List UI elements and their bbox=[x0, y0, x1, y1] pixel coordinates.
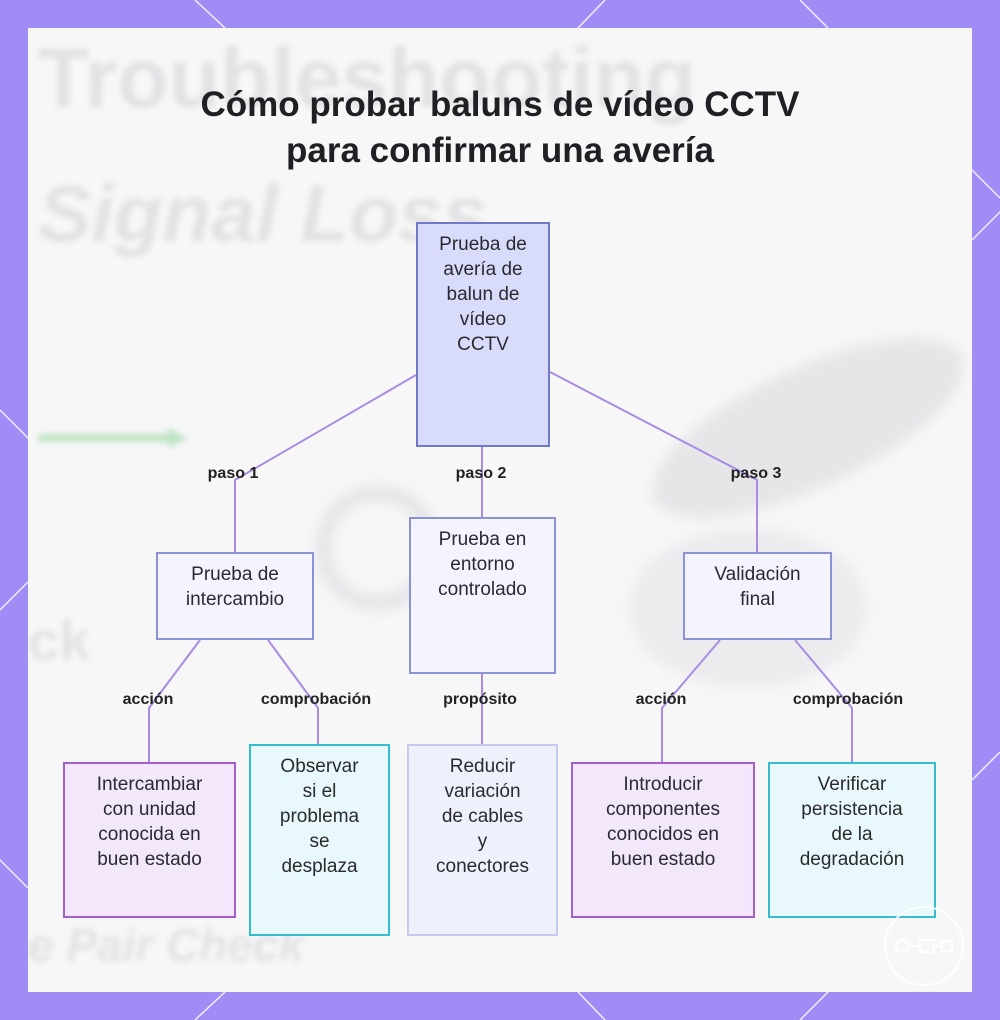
node-text: conocidos en bbox=[607, 824, 719, 845]
title-line: para confirmar una avería bbox=[286, 131, 714, 170]
node-text: degradación bbox=[799, 849, 905, 870]
edge-label-check: comprobación bbox=[260, 691, 372, 708]
node-text: si el bbox=[302, 781, 337, 802]
node-text: componentes bbox=[605, 799, 721, 820]
node-text: Validación bbox=[714, 564, 801, 585]
node-text: Prueba en bbox=[438, 529, 527, 550]
step1-node: Prueba de intercambio bbox=[156, 552, 314, 640]
step3-node: Validación final bbox=[683, 552, 832, 640]
background-arrow-icon bbox=[38, 428, 188, 448]
node-text: con unidad bbox=[103, 799, 196, 820]
leaf-introduce-node: Introducir componentes conocidos en buen… bbox=[571, 762, 755, 918]
leaf-swap-node: Intercambiar con unidad conocida en buen… bbox=[63, 762, 236, 918]
node-text: Observar bbox=[280, 756, 359, 777]
node-text: Prueba de bbox=[439, 234, 527, 255]
node-text: CCTV bbox=[457, 334, 509, 355]
title-line: Cómo probar baluns de vídeo CCTV bbox=[200, 85, 800, 124]
edge-step3-leaf5 bbox=[794, 639, 853, 762]
leaf-observe-node: Observar si el problema se desplaza bbox=[249, 744, 390, 936]
node-text: Intercambiar bbox=[96, 774, 203, 795]
edge-label-step-2: paso 2 bbox=[455, 465, 507, 482]
background-text: Troubleshooting bbox=[38, 31, 696, 125]
node-text: balun de bbox=[446, 284, 520, 305]
leaf-verify-node: Verificar persistencia de la degradación bbox=[768, 762, 936, 918]
edge-step1-leaf2 bbox=[267, 639, 319, 744]
node-text: variación bbox=[444, 781, 521, 802]
logo-badge bbox=[884, 906, 964, 986]
edge-label-action: acción bbox=[635, 691, 687, 708]
edge-label-action: acción bbox=[122, 691, 174, 708]
node-text: controlado bbox=[438, 579, 527, 600]
node-text: persistencia bbox=[801, 799, 903, 820]
node-text: intercambio bbox=[185, 589, 285, 610]
step2-node: Prueba en entorno controlado bbox=[409, 517, 556, 674]
edge-step3-leaf4 bbox=[661, 639, 721, 762]
edge-step1-leaf1 bbox=[148, 639, 201, 762]
balun-logo-icon bbox=[895, 939, 953, 953]
edge-label-step-3: paso 3 bbox=[730, 465, 782, 482]
node-text: final bbox=[740, 589, 775, 610]
node-text: conocida en bbox=[98, 824, 201, 845]
edge-label-step-1: paso 1 bbox=[207, 465, 259, 482]
node-text: vídeo bbox=[459, 309, 507, 330]
page-title: Cómo probar baluns de vídeo CCTV para co… bbox=[0, 82, 1000, 174]
node-text: Prueba de bbox=[191, 564, 279, 585]
node-text: problema bbox=[279, 806, 360, 827]
leaf-reduce-node: Reducir variación de cables y conectores bbox=[407, 744, 558, 936]
node-text: avería de bbox=[443, 259, 523, 280]
node-text: conectores bbox=[436, 856, 529, 877]
node-text: de la bbox=[831, 824, 873, 845]
background-text: ck bbox=[28, 609, 91, 672]
edge-root-step3 bbox=[549, 371, 758, 552]
node-text: y bbox=[477, 831, 488, 852]
edge-root-step1 bbox=[234, 374, 417, 552]
node-text: entorno bbox=[450, 554, 515, 575]
node-text: Verificar bbox=[817, 774, 887, 795]
node-text: se bbox=[309, 831, 330, 852]
node-text: buen estado bbox=[610, 849, 716, 870]
node-text: buen estado bbox=[97, 849, 202, 870]
edge-label-check: comprobación bbox=[792, 691, 904, 708]
node-text: Reducir bbox=[449, 756, 516, 777]
root-node: Prueba de avería de balun de vídeo CCTV bbox=[416, 222, 550, 447]
edge-label-purpose: propósito bbox=[443, 691, 517, 708]
background-text: Signal Loss bbox=[38, 169, 487, 258]
node-text: Introducir bbox=[623, 774, 703, 795]
node-text: desplaza bbox=[281, 856, 358, 877]
node-text: de cables bbox=[441, 806, 524, 827]
